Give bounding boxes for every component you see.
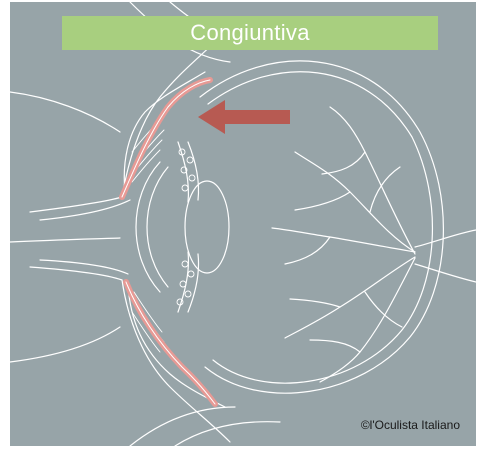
title: Congiuntiva <box>190 20 310 46</box>
cornea <box>136 162 160 292</box>
retina-vessels <box>272 107 415 382</box>
lens <box>185 181 229 273</box>
credit-text: ©l'Oculista Italiano <box>361 418 460 432</box>
title-banner: Congiuntiva <box>62 16 438 50</box>
left-arrow-icon <box>198 100 290 134</box>
eye-cross-section <box>10 2 476 446</box>
illustration-frame: Congiuntiva ©l'Oculista Italiano <box>10 2 476 446</box>
conjunctiva-highlight <box>122 80 215 404</box>
optic-nerve <box>415 230 476 247</box>
